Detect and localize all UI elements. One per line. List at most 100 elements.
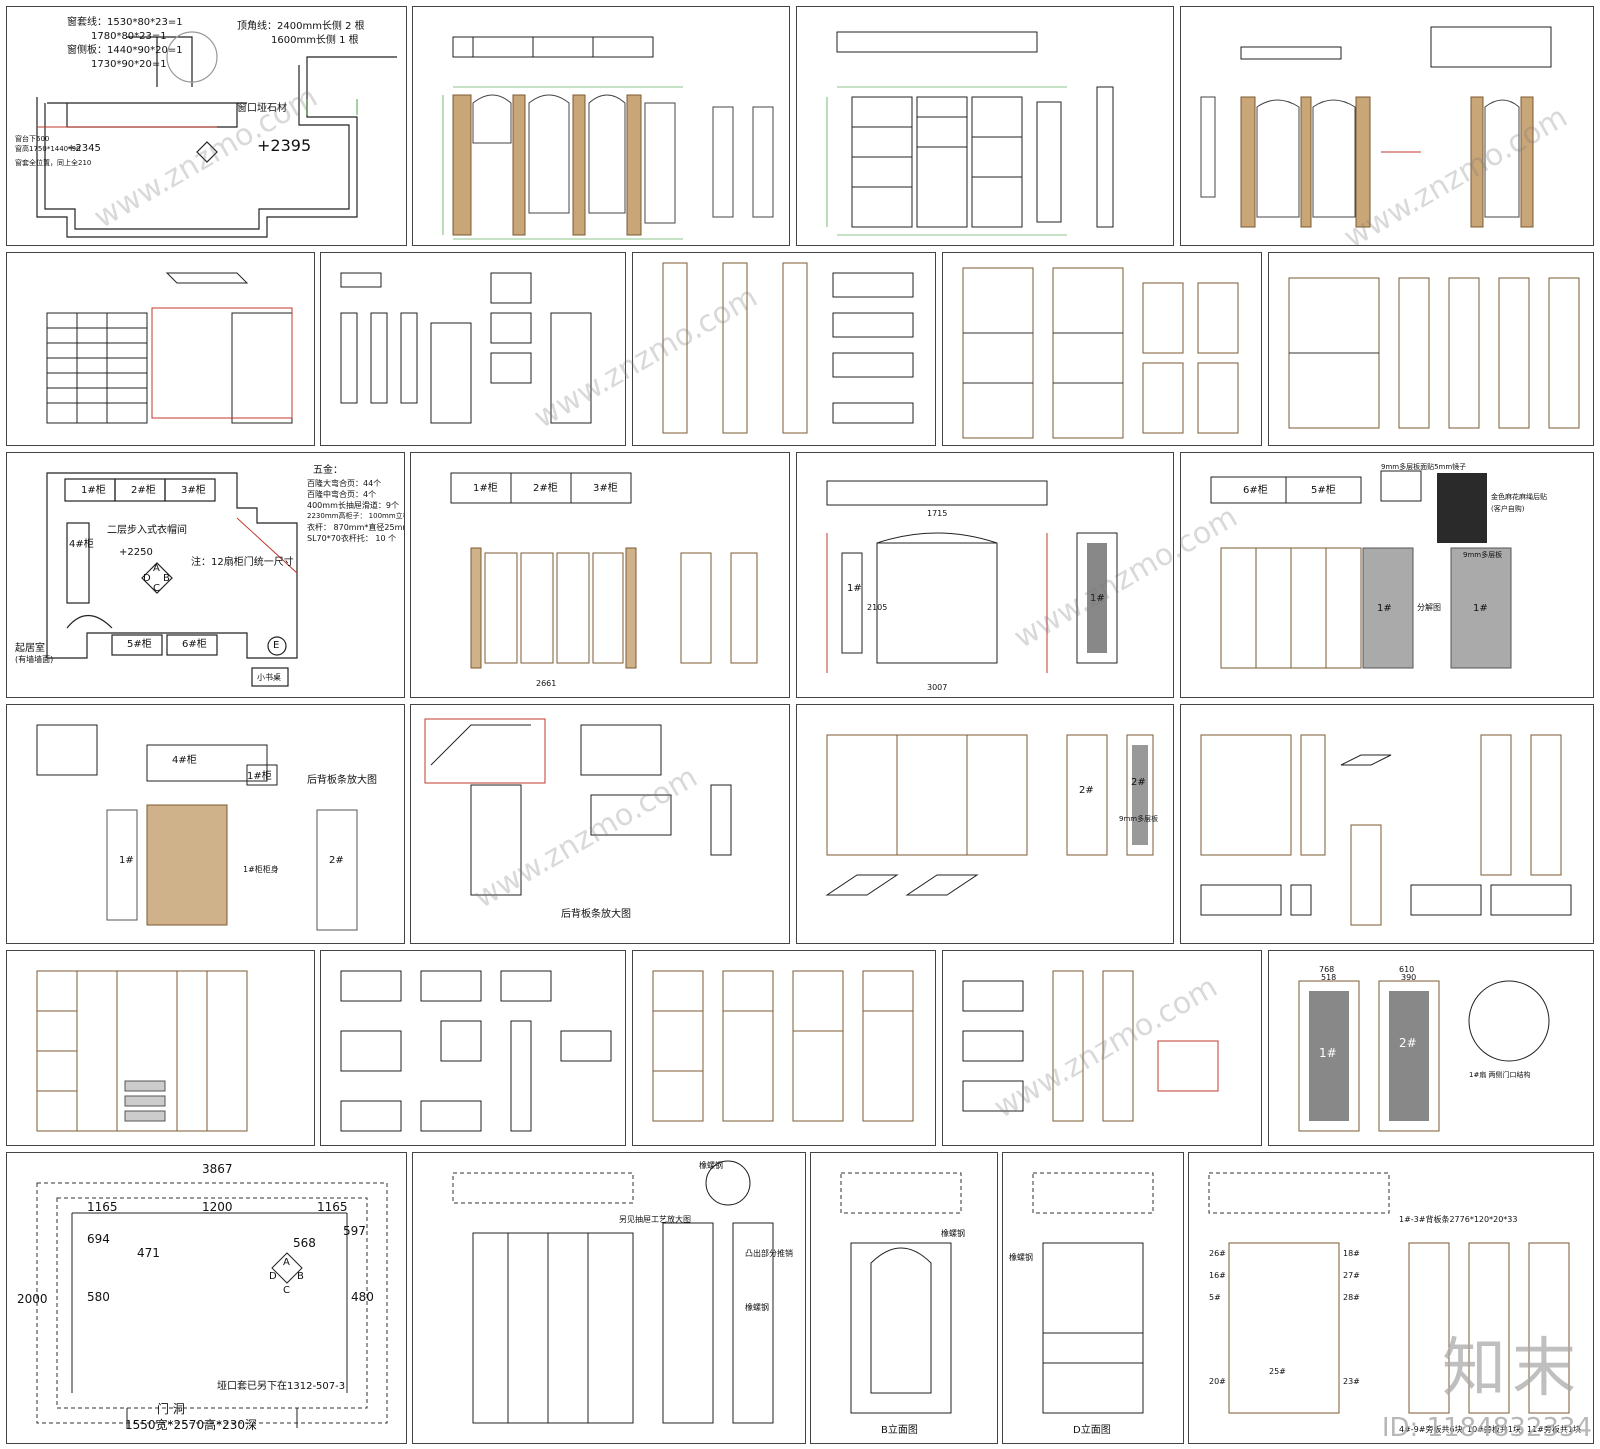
shoe-cabinet-drawing	[46, 272, 293, 424]
panel-2-mark: 2#	[1399, 1036, 1417, 1050]
cab56-5: 5#柜	[1311, 485, 1336, 496]
cab4-mark-2: 2#	[329, 855, 344, 866]
cab56-note-2: 金色麻花麻绳后贴	[1491, 493, 1547, 501]
room-seg-1: 1165	[87, 1200, 118, 1214]
cab13-1: 1#柜	[473, 483, 498, 494]
door-panels-drawing	[1298, 980, 1550, 1132]
arch-door-drawing	[826, 480, 1118, 673]
code-23: 23#	[1343, 1377, 1360, 1386]
cab4-body-label: 1#柜柜身	[243, 865, 279, 874]
elevation-a-drawing	[442, 36, 774, 240]
walkin-room-label: 二层步入式衣帽间	[107, 525, 187, 536]
cab4-label: 4#柜	[172, 755, 197, 766]
panel-cab-1-3: 1#柜 2#柜 3#柜 2661	[410, 452, 790, 698]
panel-elevation-main: 另见抽屉工艺放大图 橡螺钢 凸出部分推销 橡螺钢	[412, 1152, 806, 1444]
cab13-total: 2661	[536, 679, 557, 688]
cab56-note-1: 9mm多层板面贴5mm镜子	[1381, 463, 1467, 471]
side-label: 窗口垭石材	[237, 103, 287, 114]
e-marker: E	[273, 640, 280, 651]
panel-walkin-plan: 1#柜 2#柜 3#柜 4#柜 5#柜 6#柜 二层步入式衣帽间 +2250 注…	[6, 452, 405, 698]
cab-6-label: 6#柜	[182, 639, 207, 650]
screw-label-1: 橡螺钢	[699, 1161, 723, 1170]
code-18: 18#	[1343, 1249, 1360, 1258]
d-elevation-title: D立面图	[1073, 1425, 1111, 1436]
panel-window-plan: 窗套线：1530*80*23=1 1780*80*23=1 窗侧板：1440*9…	[6, 6, 407, 246]
cab2-mark-2: 2#	[1131, 777, 1146, 788]
arch-dim-total: 3007	[927, 683, 948, 692]
cab56-6: 6#柜	[1243, 485, 1268, 496]
code-28: 28#	[1343, 1293, 1360, 1302]
room-seg-2: 1200	[202, 1200, 233, 1214]
room-plan-drawing	[36, 1182, 388, 1428]
tall-frames-drawing	[652, 970, 914, 1122]
cab56-mark-1: 1#	[1377, 603, 1392, 614]
walkin-plan-drawing	[46, 472, 298, 687]
hardware-5: 衣杆： 870mm*直径25mm=5	[307, 523, 404, 532]
room-dim-480: 480	[351, 1290, 374, 1304]
panel-backboard-schedule: 1#-3#背板条2776*120*20*33 26# 16# 5# 18# 27…	[1188, 1152, 1594, 1444]
drawers-a-drawing	[340, 970, 612, 1132]
cab56-note-3: (客户自购)	[1491, 505, 1525, 513]
panel-drawers-a	[320, 950, 626, 1146]
center-area-label: +2395	[257, 136, 312, 155]
foot-1: 4#-9#旁板共6块	[1399, 1425, 1463, 1434]
door-details-a-drawing	[340, 272, 592, 424]
elevation-b-drawing	[826, 31, 1114, 236]
panel-backstrip: 后背板条放大图	[410, 704, 790, 944]
panel-elevation-b2: B立面图 橡螺钢	[810, 1152, 998, 1444]
panel-cab-4-details	[1180, 704, 1594, 944]
cab56-mark-2: 1#	[1473, 603, 1488, 614]
elevation-main-drawing	[452, 1160, 774, 1424]
compass-a: A	[153, 563, 160, 574]
panel-dim-4: 390	[1401, 973, 1417, 982]
code-25: 25#	[1269, 1367, 1286, 1376]
code-5: 5#	[1209, 1293, 1221, 1302]
cab2-board-label: 9mm多层板	[1119, 815, 1159, 823]
room-total-width: 3867	[202, 1162, 233, 1176]
panel-shoe-cabinet	[6, 252, 315, 446]
panel-arch-door: 1# 1# 1715 2105 3007	[796, 452, 1174, 698]
code-27: 27#	[1343, 1271, 1360, 1280]
protrusion-label: 凸出部分推销	[745, 1249, 793, 1258]
compass-a2: A	[283, 1257, 290, 1268]
wardrobe-a-drawing	[36, 970, 248, 1132]
b-elevation-title: B立面图	[881, 1425, 918, 1436]
left-note-3: 窗套全位置，同上全210	[15, 159, 92, 167]
cab-5-6-drawing	[1210, 470, 1512, 669]
cab-1-label: 1#柜	[81, 485, 106, 496]
hardware-6: SL70*70衣杆托： 10 个	[307, 534, 397, 543]
cab-3-label: 3#柜	[181, 485, 206, 496]
cab-5-label: 5#柜	[127, 639, 152, 650]
window-note-2: 1780*80*23=1	[91, 31, 167, 42]
arch-dim-top: 1715	[927, 509, 948, 518]
panel-dim-3: 610	[1399, 965, 1415, 974]
panel-tall-units	[632, 252, 936, 446]
cab4-1-label: 1#柜	[247, 771, 272, 782]
window-note-4: 1730*90*20=1	[91, 59, 167, 70]
room-dim-568: 568	[293, 1236, 316, 1250]
elevation-c-drawing	[1200, 26, 1552, 228]
screw-label-2: 橡螺钢	[745, 1303, 769, 1312]
backboard-title: 1#-3#背板条2776*120*20*33	[1399, 1215, 1518, 1224]
living-room-sub: (有墙墙面)	[15, 655, 54, 664]
room-dim-597: 597	[343, 1224, 366, 1238]
room-height: 2000	[17, 1292, 48, 1306]
cab56-note-4: 9mm多层板	[1463, 551, 1503, 559]
panel-detail-label: 1#扇 两侧门口结构	[1469, 1071, 1531, 1079]
room-dim-580: 580	[87, 1290, 110, 1304]
panel-cab-2: 2# 2# 9mm多层板	[796, 704, 1174, 944]
cab13-3: 3#柜	[593, 483, 618, 494]
arch-dim-h: 2105	[867, 603, 888, 612]
code-16: 16#	[1209, 1271, 1226, 1280]
room-dim-694: 694	[87, 1232, 110, 1246]
living-room-label: 起居室	[15, 643, 45, 654]
panel-door-frames-a	[942, 252, 1262, 446]
compass-c2: C	[283, 1285, 290, 1296]
backboard-schedule-drawing	[1208, 1172, 1570, 1414]
b-screw-label: 橡螺钢	[941, 1229, 965, 1238]
left-note-2: 窗高1750*1440*90	[15, 145, 81, 153]
hardware-1: 百隆大弯合页：44个	[307, 479, 382, 488]
compass-c: C	[153, 583, 160, 594]
window-plan-drawing	[36, 31, 397, 238]
cab4-backstrip-label: 后背板条放大图	[307, 775, 377, 786]
